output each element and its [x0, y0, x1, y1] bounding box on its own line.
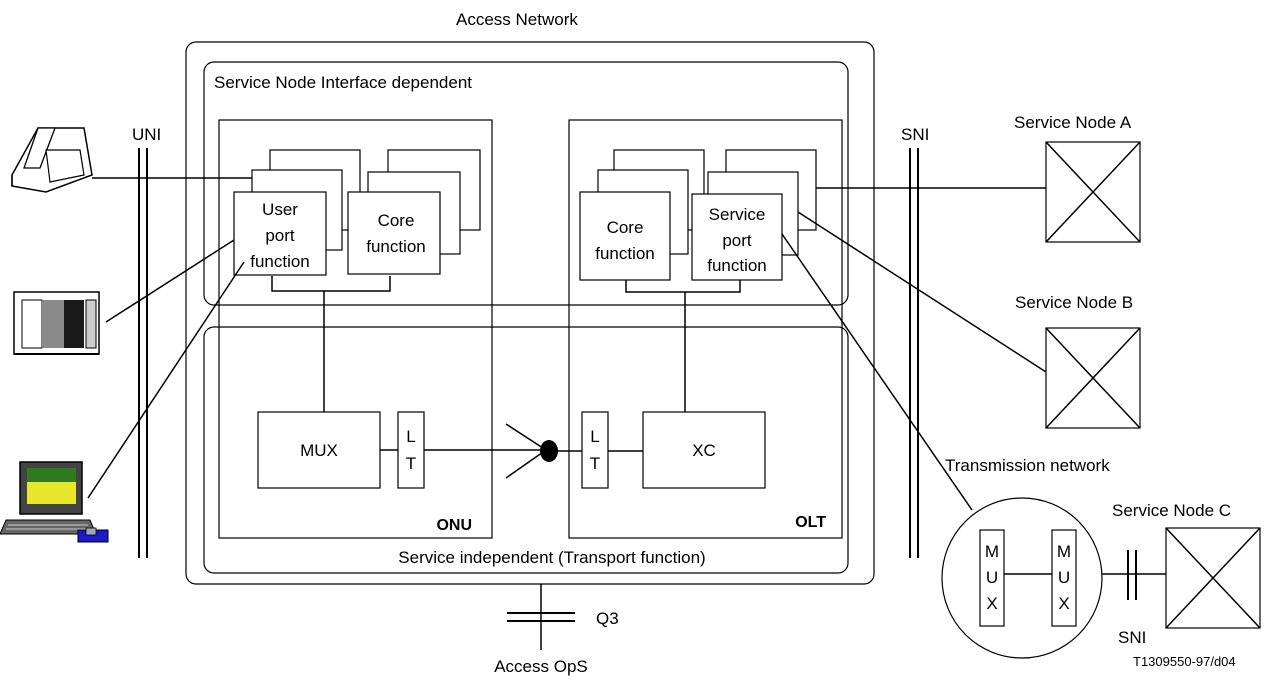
- computer-terminal-icon: [0, 461, 109, 543]
- sni-small-label: SNI: [1118, 628, 1146, 647]
- service-node-c-label: Service Node C: [1112, 501, 1231, 520]
- service-port-function-stack: Service port function: [691, 149, 817, 281]
- tn-mux-left-box: [979, 529, 1005, 627]
- onu-box: [218, 119, 493, 539]
- tn-mux-right-u: U: [1058, 568, 1070, 587]
- olt-bracket: [625, 280, 741, 293]
- access-network-label: Access Network: [456, 10, 578, 29]
- sni-dependent-label: Service Node Interface dependent: [214, 73, 472, 92]
- core-onu-line-1: Core: [378, 211, 415, 230]
- user-port-line-1: User: [262, 200, 298, 219]
- figure-id: T1309550-97/d04: [1133, 654, 1236, 669]
- service-port-line-3: function: [707, 256, 767, 275]
- core-function-stack-olt: Core function: [579, 149, 705, 281]
- core-function-stack-onu: Core function: [347, 149, 481, 275]
- xc-box: [642, 411, 766, 489]
- tn-mux-left-u: U: [986, 568, 998, 587]
- lt-left-line-2: T: [406, 454, 416, 473]
- core-onu-line-2: function: [366, 237, 426, 256]
- olt-label: OLT: [795, 514, 826, 531]
- service-node-c: [1165, 527, 1261, 629]
- service-port-to-transmission-link: [781, 233, 973, 511]
- lt-left-box: [397, 411, 425, 489]
- television-link: [105, 239, 235, 323]
- tn-mux-left-m: M: [985, 542, 999, 561]
- service-node-a: [1045, 141, 1141, 243]
- onu-label: ONU: [436, 517, 472, 534]
- service-node-b-label: Service Node B: [1015, 293, 1133, 312]
- q3-label: Q3: [596, 609, 619, 628]
- access-ops-label: Access OpS: [494, 657, 588, 676]
- uni-label: UNI: [132, 125, 161, 144]
- lt-right-box: [581, 411, 609, 489]
- tn-mux-right-x: X: [1058, 594, 1069, 613]
- splitter-branch-upper: [505, 423, 547, 451]
- splitter-branch-lower: [505, 449, 547, 479]
- core-olt-line-1: Core: [607, 218, 644, 237]
- transmission-network-label: Transmission network: [945, 456, 1110, 475]
- service-node-a-label: Service Node A: [1014, 113, 1132, 132]
- transmission-network-circle: [941, 497, 1103, 659]
- service-independent-label: Service independent (Transport function): [398, 548, 705, 567]
- user-port-function-stack: User port function: [233, 149, 361, 276]
- service-port-line-2: port: [722, 231, 752, 250]
- lt-right-line-1: L: [590, 427, 599, 446]
- service-port-line-1: Service: [709, 205, 766, 224]
- user-port-line-2: port: [265, 226, 295, 245]
- onu-bracket: [271, 276, 391, 292]
- tn-mux-right-m: M: [1057, 542, 1071, 561]
- lt-left-line-1: L: [406, 427, 415, 446]
- sni-label: SNI: [901, 125, 929, 144]
- terminal-link: [87, 261, 245, 499]
- tn-mux-right-box: [1051, 529, 1077, 627]
- tn-mux-left-x: X: [986, 594, 997, 613]
- service-port-to-node-b-link: [797, 211, 1047, 373]
- service-node-b: [1045, 327, 1141, 429]
- lt-right-line-2: T: [590, 454, 600, 473]
- olt-box: [568, 119, 843, 539]
- xc-label: XC: [692, 441, 716, 460]
- telephone-icon: [11, 127, 93, 193]
- television-icon: [13, 291, 100, 355]
- core-olt-line-2: function: [595, 244, 655, 263]
- mux-label: MUX: [300, 441, 338, 460]
- user-port-line-3: function: [250, 252, 310, 271]
